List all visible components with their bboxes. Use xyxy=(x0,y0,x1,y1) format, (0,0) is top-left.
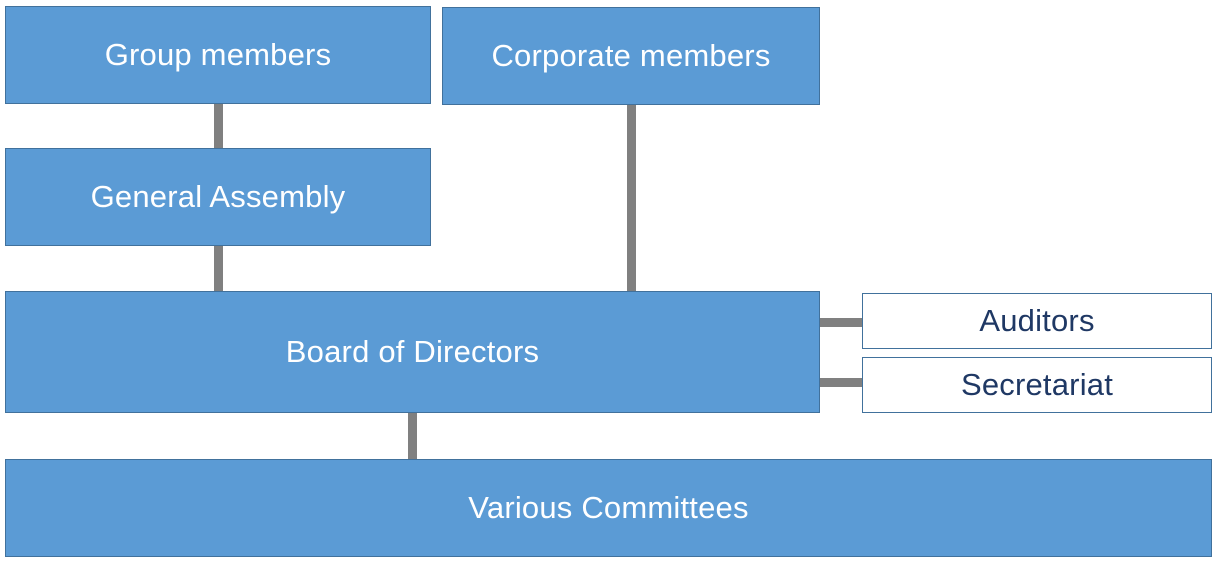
board-of-directors-label: Board of Directors xyxy=(285,334,540,369)
secretariat-box: Secretariat xyxy=(862,357,1212,413)
various-committees-label: Various Committees xyxy=(468,490,749,525)
connector-group-members-to-general-assembly xyxy=(214,104,223,148)
connector-board-to-auditors xyxy=(820,318,862,327)
group-members-label: Group members xyxy=(104,37,332,72)
auditors-label: Auditors xyxy=(979,303,1095,338)
group-members-box: Group members xyxy=(5,6,431,104)
corporate-members-box: Corporate members xyxy=(442,7,820,105)
connector-corporate-members-to-board xyxy=(627,105,636,291)
corporate-members-label: Corporate members xyxy=(491,38,771,73)
secretariat-label: Secretariat xyxy=(960,367,1114,402)
general-assembly-label: General Assembly xyxy=(90,179,346,214)
connector-board-to-secretariat xyxy=(820,378,862,387)
board-of-directors-box: Board of Directors xyxy=(5,291,820,413)
general-assembly-box: General Assembly xyxy=(5,148,431,246)
connector-board-to-various-committees xyxy=(408,413,417,459)
connector-general-assembly-to-board xyxy=(214,246,223,291)
auditors-box: Auditors xyxy=(862,293,1212,349)
various-committees-box: Various Committees xyxy=(5,459,1212,557)
